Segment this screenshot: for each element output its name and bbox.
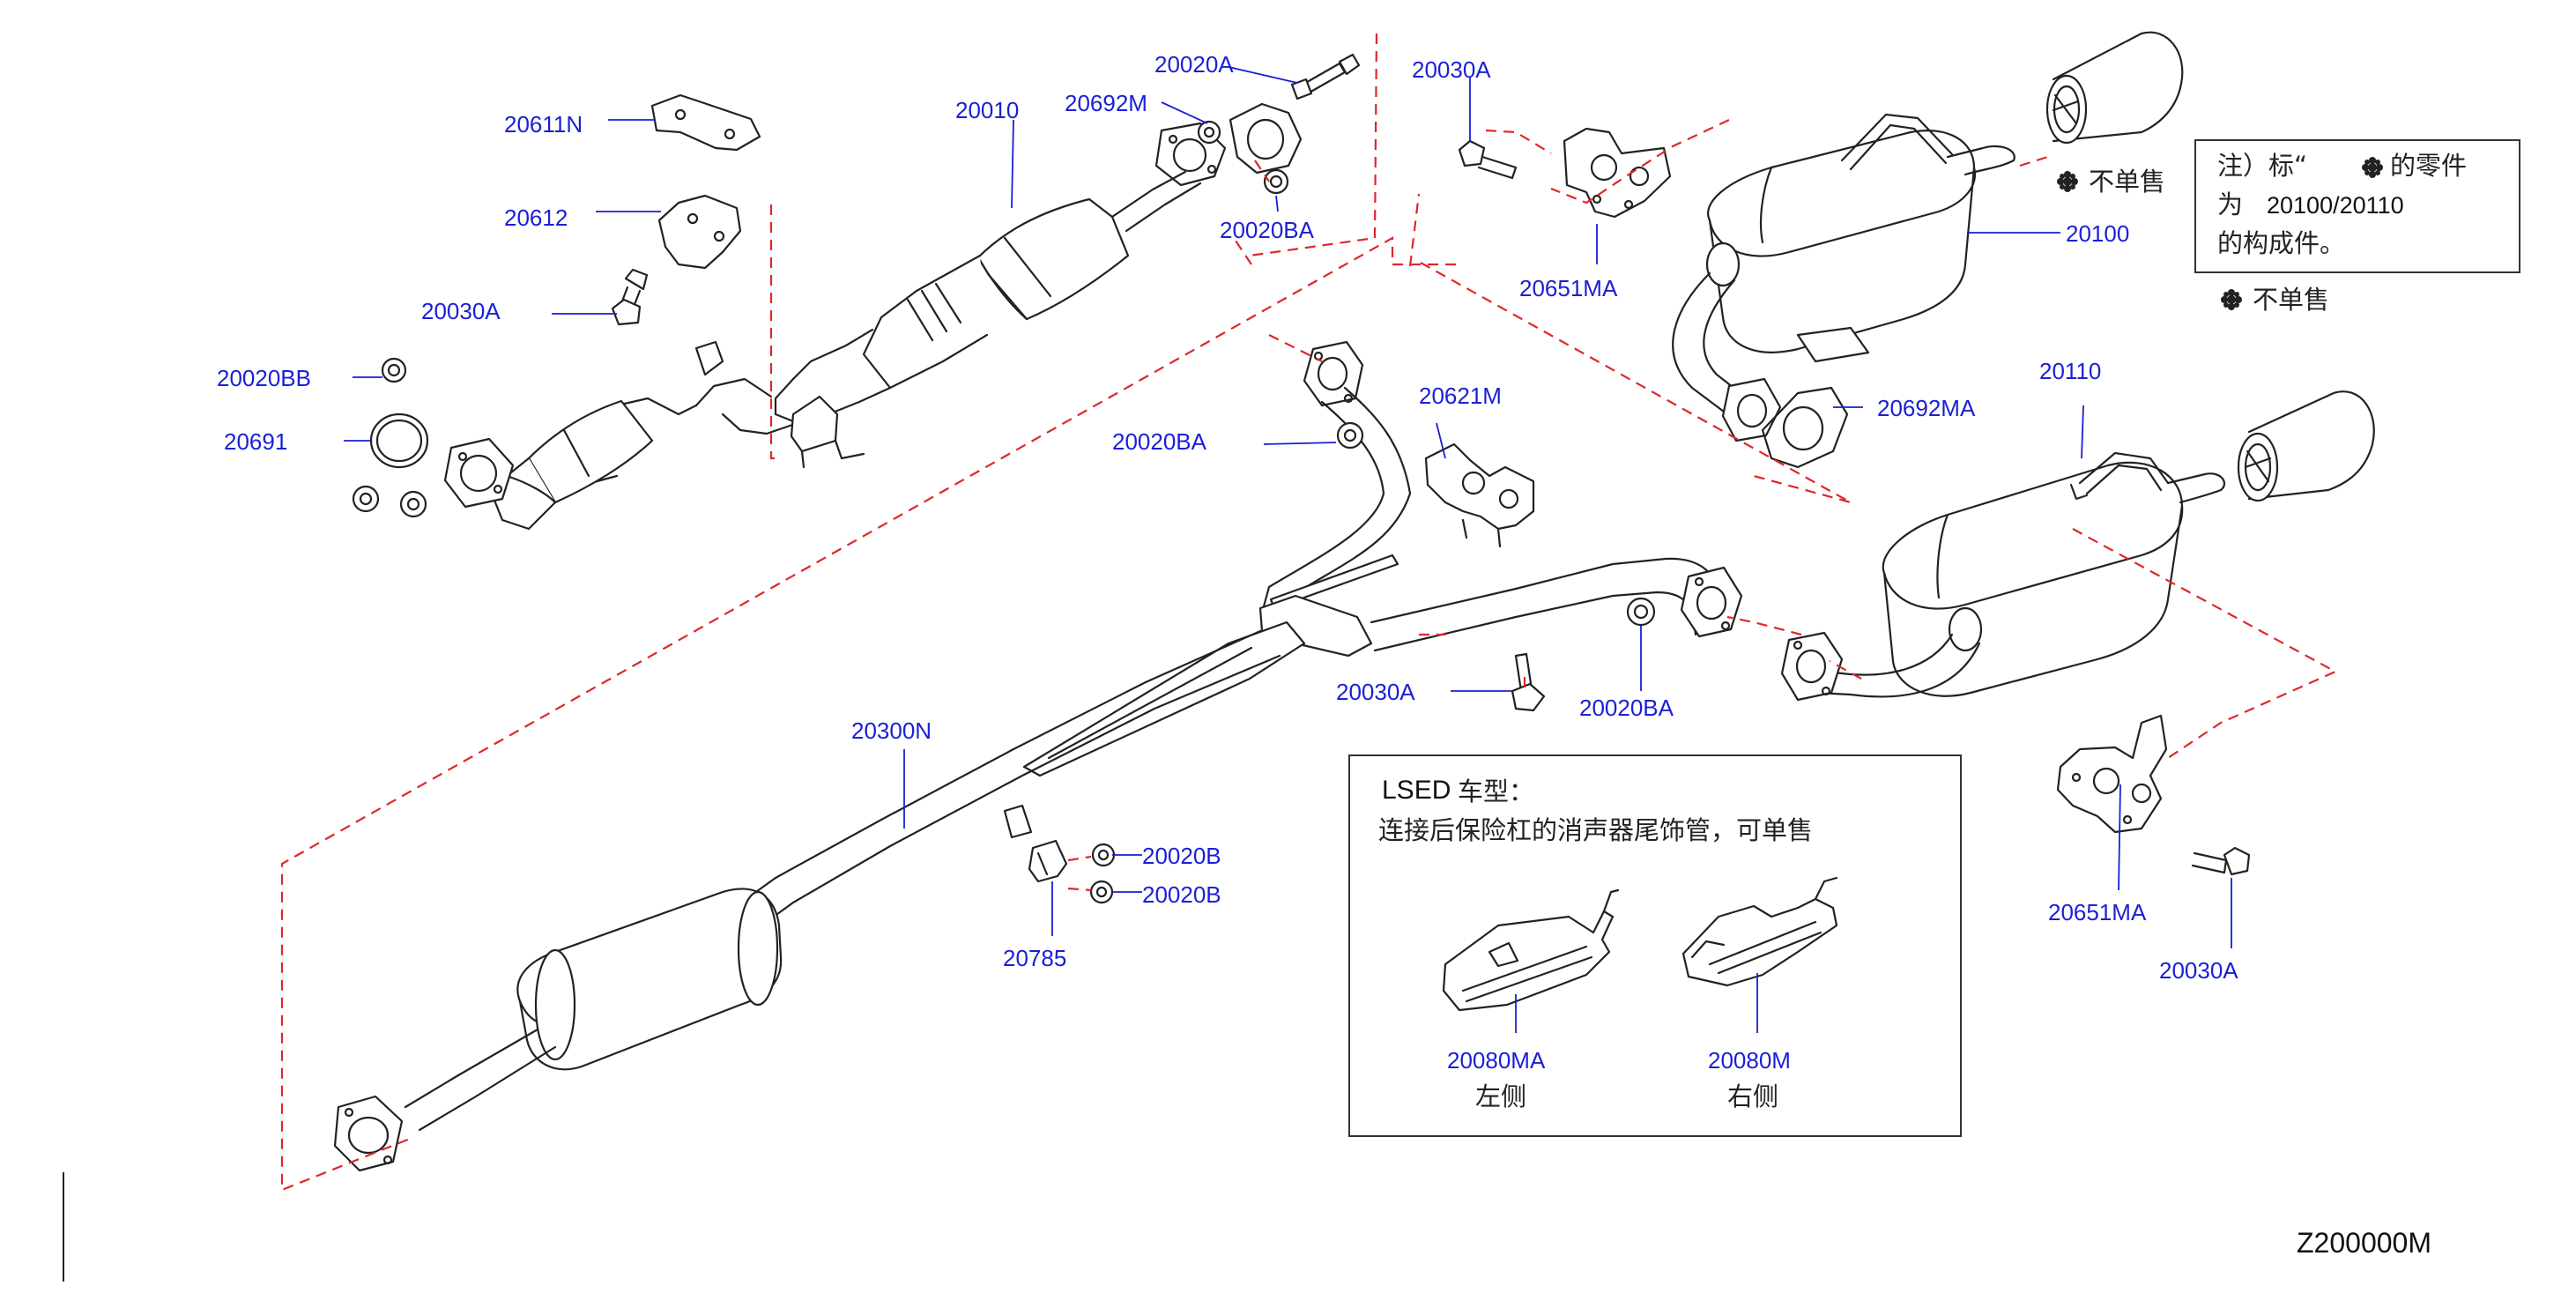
label-20020BA-top: 20020BA bbox=[1220, 217, 1314, 243]
not-sold-label-right: 不单售 bbox=[2253, 285, 2330, 315]
leader-lines bbox=[344, 66, 2232, 1033]
lsed-title-suffix: 车型： bbox=[1458, 777, 1535, 806]
label-20030A-right: 20030A bbox=[2159, 957, 2238, 984]
label-20030A-left: 20030A bbox=[421, 298, 501, 324]
note-line1-suffix: 的零件 bbox=[2390, 151, 2468, 181]
label-20785: 20785 bbox=[1003, 945, 1067, 971]
nut-20020BB bbox=[381, 357, 407, 383]
gasket-20691 bbox=[369, 412, 429, 469]
tailpipe-finisher-right bbox=[2237, 390, 2375, 502]
label-20692M: 20692M bbox=[1065, 90, 1147, 116]
label-20030A-mid: 20030A bbox=[1336, 679, 1415, 705]
flower-icon bbox=[2221, 289, 2242, 310]
label-20651MA-top: 20651MA bbox=[1519, 275, 1618, 301]
note-line3: 的构成件。 bbox=[2217, 228, 2346, 258]
label-20030A-top: 20030A bbox=[1412, 56, 1491, 83]
hanger-20651MA-top bbox=[1563, 127, 1672, 219]
label-20020BA-right: 20020BA bbox=[1579, 695, 1674, 721]
nut-20020BA-top bbox=[1263, 168, 1289, 195]
bolt-20030A-right bbox=[2191, 846, 2251, 876]
label-20611N: 20611N bbox=[504, 111, 583, 137]
muffler-20100 bbox=[1672, 113, 2016, 442]
stud-20020A bbox=[1290, 53, 1361, 100]
hanger-20651MA-right bbox=[2056, 714, 2168, 834]
label-20020B-a: 20020B bbox=[1142, 843, 1221, 869]
label-20010: 20010 bbox=[955, 97, 1020, 123]
note-line2-prefix: 为 bbox=[2217, 190, 2244, 219]
label-20020BB: 20020BB bbox=[217, 365, 311, 391]
label-20080M: 20080M bbox=[1708, 1047, 1791, 1074]
muffler-20110 bbox=[1780, 451, 2226, 702]
nut-20020BA-mid bbox=[1336, 421, 1364, 450]
label-20020BA-mid: 20020BA bbox=[1112, 428, 1206, 455]
front-exhaust-pipe-20010 bbox=[443, 122, 1227, 531]
not-sold-mark-icons bbox=[2057, 157, 2383, 310]
not-sold-label-top: 不单售 bbox=[2089, 167, 2166, 197]
nut-20692M-top bbox=[1197, 120, 1221, 145]
label-20020A: 20020A bbox=[1154, 51, 1234, 78]
label-20110: 20110 bbox=[2039, 358, 2102, 384]
label-20612: 20612 bbox=[504, 204, 568, 231]
label-20100: 20100 bbox=[2066, 220, 2130, 247]
flower-icon bbox=[2057, 171, 2078, 192]
bolt-20030A-top bbox=[1458, 139, 1518, 180]
note-box bbox=[2194, 139, 2520, 273]
assembly-dashed-lines bbox=[280, 33, 2338, 1192]
label-20080MA: 20080MA bbox=[1447, 1047, 1546, 1074]
lsed-subtitle: 连接后保险杠的消声器尾饰管，可单售 bbox=[1378, 815, 1814, 845]
gasket-20692M bbox=[1229, 102, 1303, 175]
bolt-20030A-mid bbox=[1511, 652, 1546, 712]
note-line2-parts: 20100/20110 bbox=[2267, 192, 2404, 219]
lsed-box bbox=[1348, 754, 1962, 1137]
finisher-20080MA bbox=[1442, 888, 1620, 1012]
bracket-20612 bbox=[657, 194, 742, 270]
hanger-20621M bbox=[1424, 442, 1535, 548]
nut-20020BA-right bbox=[1626, 597, 1656, 627]
label-20621M: 20621M bbox=[1419, 383, 1502, 409]
lsed-right-side: 右侧 bbox=[1727, 1081, 1779, 1111]
bracket-20611N bbox=[650, 93, 761, 152]
tailpipe-finisher-top bbox=[2045, 31, 2184, 145]
finisher-20080M bbox=[1681, 876, 1838, 987]
lsed-left-side: 左侧 bbox=[1475, 1081, 1527, 1111]
center-muffler-pipe-20300N bbox=[333, 340, 1743, 1172]
label-20651MA-right: 20651MA bbox=[2048, 899, 2147, 925]
label-20691: 20691 bbox=[224, 428, 288, 455]
note-line1-prefix: 注）标“ bbox=[2217, 151, 2308, 181]
nuts-20020B bbox=[1089, 843, 1116, 904]
label-20692MA: 20692MA bbox=[1877, 395, 1976, 421]
bolt-20030A-left bbox=[611, 268, 649, 326]
lsed-model: LSED bbox=[1382, 776, 1451, 805]
flower-icon bbox=[2362, 157, 2383, 178]
bracket-20785 bbox=[1003, 804, 1068, 883]
diagram-code: Z200000M bbox=[2297, 1227, 2431, 1259]
label-20300N: 20300N bbox=[851, 717, 932, 744]
label-20020B-b: 20020B bbox=[1142, 881, 1221, 908]
nuts-20691 bbox=[352, 485, 427, 518]
